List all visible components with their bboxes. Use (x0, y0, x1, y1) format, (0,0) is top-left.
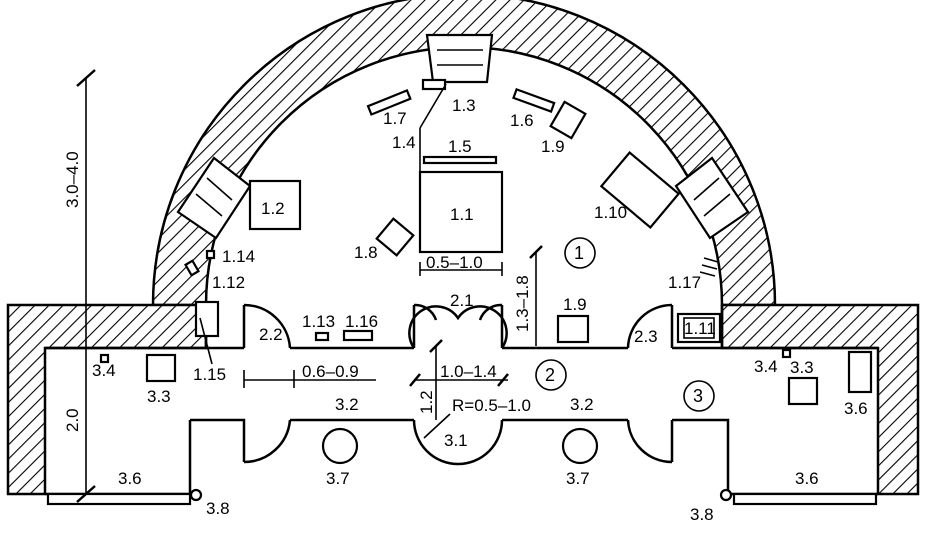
zone-2: 2 (545, 365, 555, 385)
left-wing-wall (6, 303, 208, 496)
dim-height-total: 3.0–4.0 (63, 151, 82, 208)
label-1-9-bottom: 1.9 (563, 295, 587, 314)
label-3-4-right: 3.4 (754, 357, 778, 376)
dim-door-width-center: 1.0–1.4 (440, 362, 497, 381)
label-1-5: 1.5 (448, 137, 472, 156)
label-3-4-left: 3.4 (92, 361, 116, 380)
label-1-12: 1.12 (212, 273, 245, 292)
label-2-2: 2.2 (259, 325, 283, 344)
label-1-17: 1.17 (668, 273, 701, 292)
label-3-2-left: 3.2 (335, 395, 359, 414)
label-1-11: 1.11 (684, 319, 716, 338)
label-3-8-right: 3.8 (690, 505, 714, 524)
label-1-10: 1.10 (594, 203, 627, 222)
label-2-1: 2.1 (450, 291, 474, 310)
right-wing-wall (720, 303, 920, 496)
dim-width-table: 0.5–1.0 (426, 253, 483, 272)
label-1-14: 1.14 (222, 247, 255, 266)
label-1-9-top: 1.9 (541, 137, 565, 156)
label-1-7: 1.7 (383, 109, 407, 128)
fixtures (46, 78, 878, 506)
label-1-8: 1.8 (354, 243, 378, 262)
zone-1: 1 (574, 243, 584, 263)
fixture-labels: 1.1 1.2 1.3 1.4 1.5 1.6 1.7 1.8 1.9 1.9 … (92, 96, 868, 524)
label-3-2-right: 3.2 (570, 395, 594, 414)
label-3-3-left: 3.3 (147, 387, 171, 406)
dim-door-depth: 1.2 (417, 390, 436, 414)
label-2-3: 2.3 (634, 327, 658, 346)
label-3-6-middle: 3.6 (844, 399, 868, 418)
dim-door-width-left: 0.6–0.9 (302, 362, 359, 381)
label-1-6: 1.6 (510, 111, 534, 130)
dim-gap-table: 1.3–1.8 (513, 275, 532, 332)
label-3-8-left: 3.8 (206, 499, 230, 518)
label-3-1: 3.1 (444, 431, 468, 450)
zone-labels: 1 2 3 (545, 243, 703, 406)
label-1-16: 1.16 (345, 312, 378, 331)
label-3-3-right: 3.3 (790, 358, 814, 377)
label-3-6-left: 3.6 (118, 469, 142, 488)
dimension-lines (76, 69, 715, 503)
zone-3: 3 (693, 386, 703, 406)
label-1-4: 1.4 (392, 133, 416, 152)
dim-height-wing: 2.0 (63, 408, 82, 432)
label-1-15: 1.15 (193, 365, 226, 384)
fixture-1-17-marks (699, 257, 719, 277)
label-1-13: 1.13 (302, 312, 335, 331)
label-1-2: 1.2 (261, 199, 285, 218)
label-3-7-left: 3.7 (326, 469, 350, 488)
doors (243, 303, 673, 466)
label-1-1: 1.1 (450, 205, 474, 224)
dome-wall (151, 0, 777, 307)
label-3-7-right: 3.7 (566, 469, 590, 488)
dimension-labels: 3.0–4.0 2.0 0.5–1.0 1.3–1.8 0.6–0.9 1.0–… (63, 151, 532, 432)
dim-radius: R=0.5–1.0 (452, 396, 531, 415)
dome-windows (176, 33, 750, 240)
label-3-6-right: 3.6 (795, 469, 819, 488)
label-1-3: 1.3 (452, 96, 476, 115)
